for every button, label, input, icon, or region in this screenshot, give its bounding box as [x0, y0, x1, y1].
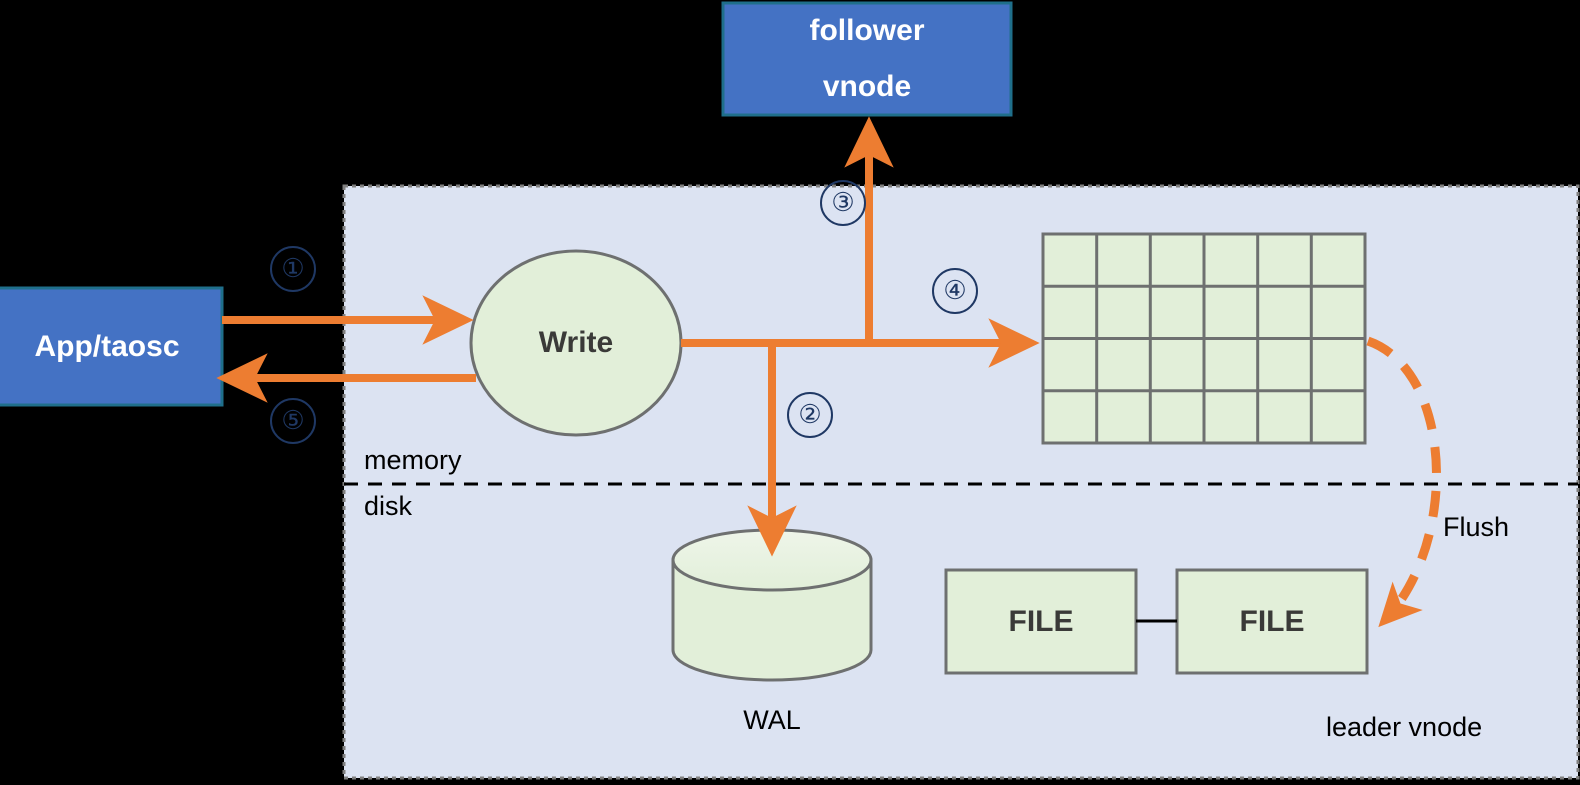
step-marker-3: ③: [820, 180, 866, 226]
edge-flush: [1366, 336, 1441, 628]
app-taosc-box[interactable]: [0, 286, 224, 407]
file-box-1[interactable]: [944, 568, 1138, 675]
memtable-grid[interactable]: [1041, 232, 1367, 445]
step-marker-5: ⑤: [270, 398, 316, 444]
follower-vnode-box[interactable]: [721, 1, 1013, 117]
step-marker-1: ①: [270, 246, 316, 292]
step-marker-4: ④: [932, 268, 978, 314]
write-node[interactable]: [469, 249, 683, 437]
wal-cylinder[interactable]: [671, 528, 873, 682]
step-marker-2: ②: [787, 392, 833, 438]
file-box-2[interactable]: [1175, 568, 1369, 675]
